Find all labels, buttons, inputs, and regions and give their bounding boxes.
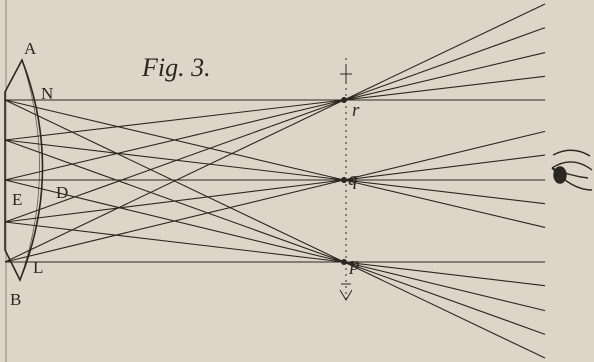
ray-beyond-r-1 [343, 75, 546, 101]
label-D: D [56, 183, 68, 202]
figure-title: Fig. 3. [141, 53, 211, 82]
label-N: N [41, 84, 53, 103]
focal-plane-top-mark [340, 66, 352, 82]
lens-inner-curve [19, 59, 40, 281]
ray-to-q-1 [4, 139, 345, 181]
ray-to-p-0 [4, 99, 345, 263]
ray-beyond-q-4 [343, 130, 546, 181]
label-q: q [348, 169, 358, 190]
focus-point-r [341, 97, 347, 103]
ray-beyond-p-1 [343, 261, 546, 335]
label-E: E [12, 190, 22, 209]
ray-beyond-q-3 [343, 154, 546, 181]
ray-beyond-r-2 [343, 52, 546, 101]
ray-beyond-r-3 [343, 27, 546, 101]
ray-to-p-2 [4, 179, 345, 263]
ray-to-r-3 [4, 99, 345, 223]
label-r: r [352, 100, 360, 121]
focus-point-p [341, 259, 347, 265]
ray-to-p-3 [4, 221, 345, 263]
ray-to-p-1 [4, 139, 345, 263]
ray-beyond-p-0 [343, 261, 546, 359]
ray-beyond-p-3 [343, 261, 546, 287]
ray-beyond-p-2 [343, 261, 546, 312]
label-A: A [24, 39, 37, 58]
ray-to-q-0 [4, 99, 345, 181]
label-B: B [10, 290, 21, 309]
label-p: p [348, 254, 360, 275]
label-L: L [33, 258, 43, 277]
focus-point-q [341, 177, 347, 183]
rays-group [4, 3, 546, 359]
ray-beyond-q-1 [343, 179, 546, 205]
ray-beyond-r-4 [343, 3, 546, 101]
ray-to-r-1 [4, 99, 345, 141]
eye-icon [551, 149, 593, 191]
focal-plane-bottom-mark [339, 283, 353, 301]
ray-beyond-q-0 [343, 179, 546, 228]
